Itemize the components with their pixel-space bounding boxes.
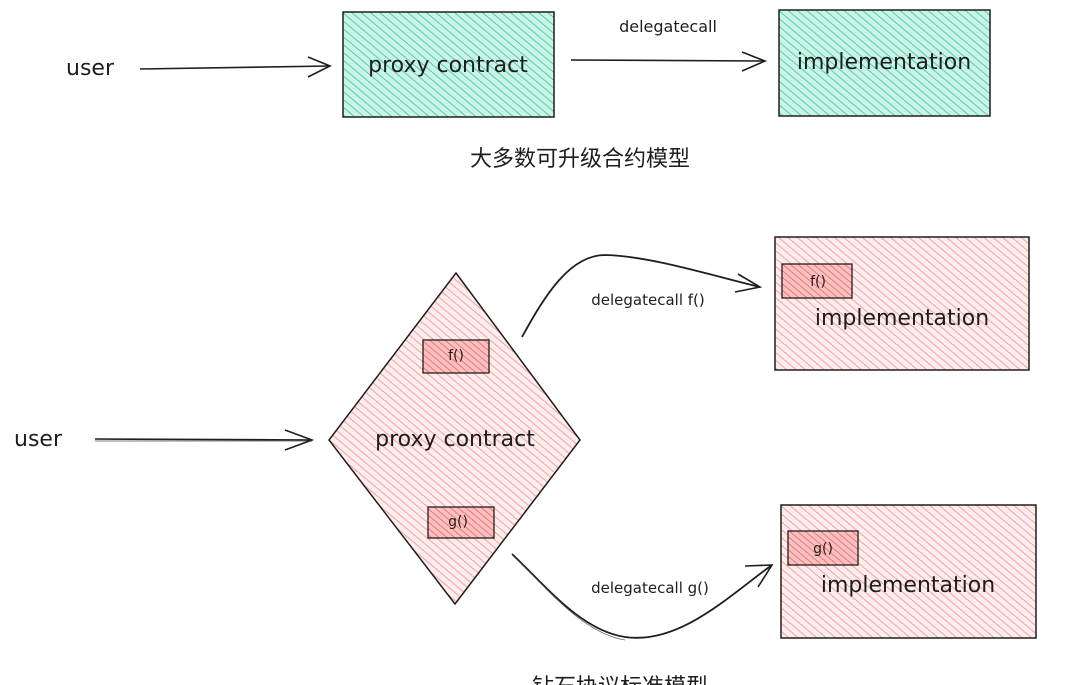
implementation-f-function-label: f() xyxy=(810,274,826,290)
top-implementation-box[interactable]: implementation xyxy=(778,9,991,117)
bottom-proxy-contract-diamond[interactable]: f() proxy contract g() xyxy=(328,271,581,606)
proxy-function-f-label: f() xyxy=(448,348,464,364)
bottom-user-arrow xyxy=(94,429,315,451)
implementation-g-function[interactable]: g() xyxy=(787,530,859,566)
proxy-function-f[interactable]: f() xyxy=(422,339,490,374)
edge-f-label: delegatecall f() xyxy=(591,291,705,309)
bottom-diagram: user f() proxy contract g() delegatecall… xyxy=(14,236,1037,685)
implementation-f-label: implementation xyxy=(815,306,989,331)
implementation-g-box[interactable]: g() implementation xyxy=(780,504,1037,639)
top-implementation-label: implementation xyxy=(797,50,971,75)
top-caption: 大多数可升级合约模型 xyxy=(470,147,690,172)
top-diagram: user proxy contract delegatecall impleme… xyxy=(66,9,991,172)
proxy-function-g-label: g() xyxy=(448,514,468,530)
top-user-arrow xyxy=(139,56,332,78)
bottom-proxy-label: proxy contract xyxy=(375,427,535,452)
bottom-caption: 钻石协议标准模型 xyxy=(532,675,708,685)
implementation-f-function[interactable]: f() xyxy=(781,263,853,299)
bottom-user-label: user xyxy=(14,427,63,452)
implementation-f-box[interactable]: f() implementation xyxy=(774,236,1030,371)
top-delegatecall-arrow xyxy=(570,51,768,72)
delegatecall-g-arrow xyxy=(511,553,774,641)
implementation-g-label: implementation xyxy=(821,573,995,598)
top-user-label: user xyxy=(66,56,115,81)
implementation-g-function-label: g() xyxy=(813,541,833,557)
proxy-function-g[interactable]: g() xyxy=(427,506,495,539)
top-proxy-contract-box[interactable]: proxy contract xyxy=(342,11,555,118)
top-proxy-label: proxy contract xyxy=(368,53,528,78)
delegatecall-f-arrow xyxy=(521,254,763,338)
edge-g-label: delegatecall g() xyxy=(591,579,709,597)
top-edge-label: delegatecall xyxy=(619,17,717,36)
